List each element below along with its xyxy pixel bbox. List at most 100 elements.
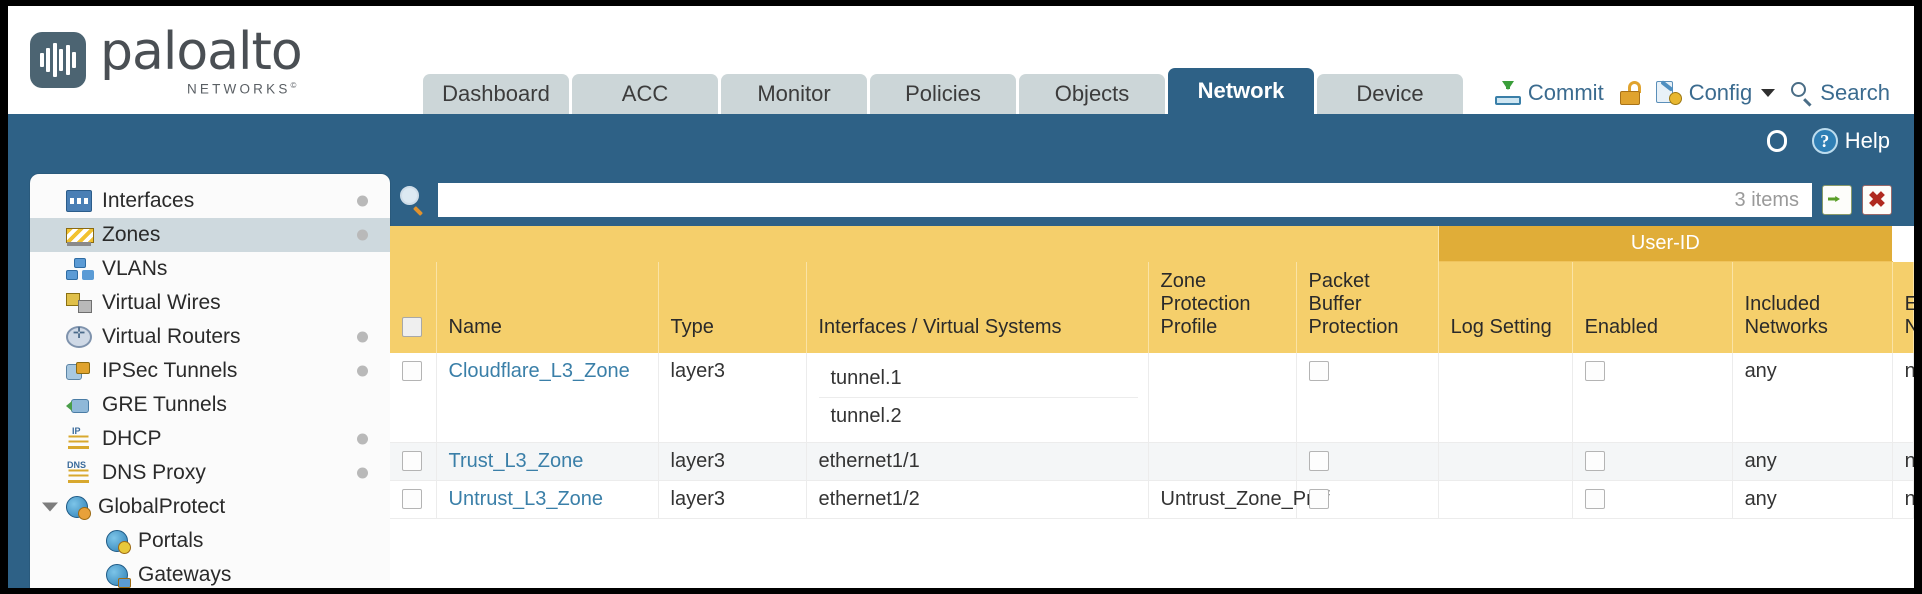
userid-enabled-checkbox[interactable] (1584, 489, 1605, 510)
cell-zone-protection-profile (1148, 352, 1297, 443)
sidebar-item-label: DHCP (102, 427, 162, 450)
sidebar-item-zones[interactable]: Zones (30, 218, 390, 252)
column-header-included-networks[interactable]: Included Networks (1732, 261, 1893, 353)
column-header-packet-buffer-protection[interactable]: Packet Buffer Protection (1296, 261, 1439, 353)
filter-input[interactable]: 3 items (438, 183, 1812, 217)
tab-monitor[interactable]: Monitor (721, 74, 867, 114)
clear-filter-button[interactable]: ✖ (1862, 185, 1892, 215)
commit-label: Commit (1527, 80, 1604, 105)
top-right-actions: Commit Config Search (1494, 80, 1890, 106)
row-select-cell (390, 442, 437, 481)
column-header-name[interactable]: Name (436, 261, 659, 353)
paloalto-firewall-app: paloalto NETWORKS© Dashboard ACC Monitor… (8, 6, 1914, 588)
magnifier-icon[interactable] (398, 185, 428, 216)
column-header-log-setting[interactable]: Log Setting (1438, 261, 1573, 353)
gre-tunnels-icon (66, 394, 92, 416)
interface-item: tunnel.2 (830, 404, 902, 427)
sidebar-item-label: Virtual Routers (102, 325, 241, 348)
row-checkbox[interactable] (402, 361, 422, 382)
sidebar-item-globalprotect[interactable]: GlobalProtect (30, 490, 390, 524)
tab-objects[interactable]: Objects (1019, 74, 1165, 114)
config-label: Config (1688, 80, 1753, 105)
dns-proxy-icon (66, 460, 92, 484)
column-header-interfaces[interactable]: Interfaces / Virtual Systems (806, 261, 1149, 353)
expander-triangle-down-icon[interactable] (42, 502, 58, 512)
table-row[interactable]: Untrust_L3_Zone layer3 ethernet1/2 Untru… (390, 480, 1914, 519)
tab-policies[interactable]: Policies (870, 74, 1016, 114)
sidebar-item-virtual-wires[interactable]: Virtual Wires (30, 286, 390, 320)
sidebar-item-interfaces[interactable]: Interfaces (30, 184, 390, 218)
tab-device[interactable]: Device (1317, 74, 1463, 114)
zones-icon (66, 224, 94, 246)
column-header-type[interactable]: Type (658, 261, 807, 353)
select-all-checkbox[interactable] (402, 317, 422, 338)
main-nav-tabs: Dashboard ACC Monitor Policies Objects N… (423, 68, 1463, 114)
sidebar-item-virtual-routers[interactable]: Virtual Routers (30, 320, 390, 354)
cell-packet-buffer-protection (1296, 480, 1439, 519)
help-button[interactable]: ? Help (1811, 128, 1890, 154)
filter-toolbar: 3 items ✖ (390, 174, 1914, 226)
search-label: Search (1820, 80, 1890, 105)
table-row[interactable]: Trust_L3_Zone layer3 ethernet1/1 any (390, 442, 1914, 481)
row-checkbox[interactable] (402, 489, 422, 510)
zone-link[interactable]: Trust_L3_Zone (448, 449, 584, 472)
commit-button[interactable]: Commit (1494, 80, 1604, 106)
cell-packet-buffer-protection (1296, 442, 1439, 481)
sidebar-item-gateways[interactable]: Gateways (30, 558, 390, 588)
group-header-spacer (390, 226, 1439, 262)
sidebar-item-dns-proxy[interactable]: DNS Proxy (30, 456, 390, 490)
column-header-enabled[interactable]: Enabled (1572, 261, 1733, 353)
sidebar-item-portals[interactable]: Portals (30, 524, 390, 558)
sidebar-item-label: Portals (138, 529, 204, 552)
sidebar-item-ipsec-tunnels[interactable]: IPSec Tunnels (30, 354, 390, 388)
help-icon: ? (1811, 128, 1838, 154)
row-checkbox[interactable] (402, 451, 422, 472)
cell-interfaces: ethernet1/1 (806, 442, 1149, 481)
sidebar-item-vlans[interactable]: VLANs (30, 252, 390, 286)
search-icon (1791, 82, 1813, 106)
brand-logo: paloalto NETWORKS© (30, 26, 303, 103)
vlans-icon (66, 258, 92, 280)
cell-log-setting (1438, 352, 1573, 443)
globalprotect-icon (66, 496, 91, 520)
refresh-icon[interactable] (1764, 130, 1790, 152)
search-button[interactable]: Search (1791, 80, 1890, 106)
apply-filter-button[interactable] (1822, 185, 1852, 215)
sidebar-item-dhcp[interactable]: DHCP (30, 422, 390, 456)
tab-acc[interactable]: ACC (572, 74, 718, 114)
top-bar: paloalto NETWORKS© Dashboard ACC Monitor… (8, 6, 1914, 114)
cell-name: Untrust_L3_Zone (436, 480, 659, 519)
cell-userid-enabled (1572, 352, 1733, 443)
dhcp-icon (66, 426, 92, 450)
virtual-wires-icon (66, 292, 92, 314)
unlock-icon (1619, 81, 1641, 105)
column-header-excluded-networks[interactable]: Excluded Networks (1892, 261, 1914, 353)
cell-included-networks: any (1732, 480, 1893, 519)
cell-userid-enabled (1572, 480, 1733, 519)
sidebar-item-gre-tunnels[interactable]: GRE Tunnels (30, 388, 390, 422)
status-dot (357, 229, 368, 241)
sidebar-item-label: GRE Tunnels (102, 393, 227, 416)
tab-network[interactable]: Network (1168, 68, 1314, 114)
interfaces-icon (66, 190, 92, 212)
network-sidebar: Interfaces Zones VLANs Virtual Wires Vir… (30, 174, 390, 588)
table-row[interactable]: Cloudflare_L3_Zone layer3 tunnel.1 tunne… (390, 352, 1914, 443)
zone-link[interactable]: Untrust_L3_Zone (448, 487, 604, 510)
zone-link[interactable]: Cloudflare_L3_Zone (448, 359, 630, 382)
cell-type: layer3 (658, 442, 807, 481)
config-menu[interactable]: Config (1655, 80, 1776, 106)
cell-log-setting (1438, 442, 1573, 481)
commit-icon (1494, 81, 1521, 105)
userid-enabled-checkbox[interactable] (1584, 451, 1605, 472)
packet-buffer-protection-checkbox[interactable] (1308, 361, 1329, 382)
packet-buffer-protection-checkbox[interactable] (1308, 489, 1329, 510)
packet-buffer-protection-checkbox[interactable] (1308, 451, 1329, 472)
unlock-button[interactable] (1619, 81, 1641, 105)
gateways-icon (106, 564, 131, 588)
sidebar-item-label: Interfaces (102, 189, 195, 212)
tab-dashboard[interactable]: Dashboard (423, 74, 569, 114)
column-header-zone-protection-profile[interactable]: Zone Protection Profile (1148, 261, 1297, 353)
sidebar-item-label: GlobalProtect (98, 495, 226, 518)
cell-name: Cloudflare_L3_Zone (436, 352, 659, 443)
userid-enabled-checkbox[interactable] (1584, 361, 1605, 382)
